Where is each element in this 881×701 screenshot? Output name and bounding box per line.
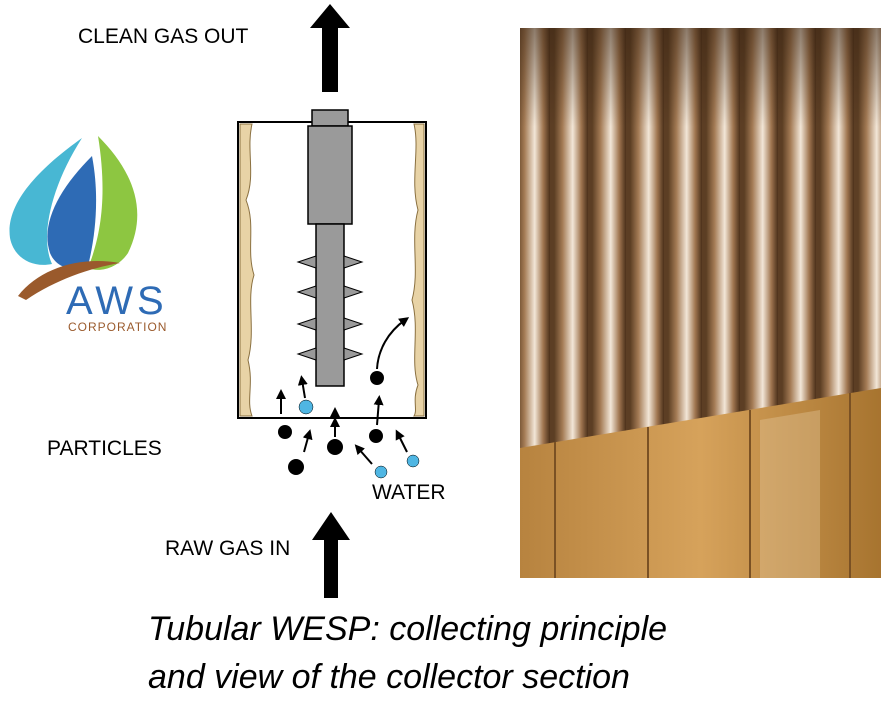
electrode-upper [307, 125, 353, 225]
logo-sub-text: CORPORATION [68, 320, 167, 334]
water-label: WATER [372, 481, 446, 504]
left-wall-deposit [239, 123, 255, 417]
wesp-diagram [237, 4, 427, 598]
inlet-arrow [312, 512, 350, 598]
logo-blue-leaf [47, 156, 97, 270]
motion-arrows [276, 317, 410, 465]
caption-line-1: Tubular WESP: collecting principle [148, 610, 668, 648]
water-droplets [298, 399, 420, 479]
raw-gas-in-label: RAW GAS IN [165, 537, 291, 560]
logo-brown-swoosh [18, 261, 120, 300]
plate-seams [554, 393, 851, 578]
collector-plate-section [520, 388, 881, 578]
logo-brand-text: AWS [66, 279, 168, 323]
outlet-arrow [310, 4, 350, 92]
aws-logo: AWS CORPORATION [9, 136, 168, 334]
discharge-spikes [296, 255, 364, 361]
particles-label: PARTICLES [47, 437, 162, 460]
electrode-rod [315, 223, 345, 387]
particles [278, 371, 384, 475]
logo-cyan-leaf [9, 138, 82, 265]
logo-green-leaf [88, 136, 138, 270]
collector-section-photo [520, 28, 881, 578]
electrode-cap [311, 109, 349, 127]
right-wall-deposit [411, 123, 425, 417]
clean-gas-out-label: CLEAN GAS OUT [78, 25, 249, 48]
caption-line-2: and view of the collector section [148, 658, 630, 696]
